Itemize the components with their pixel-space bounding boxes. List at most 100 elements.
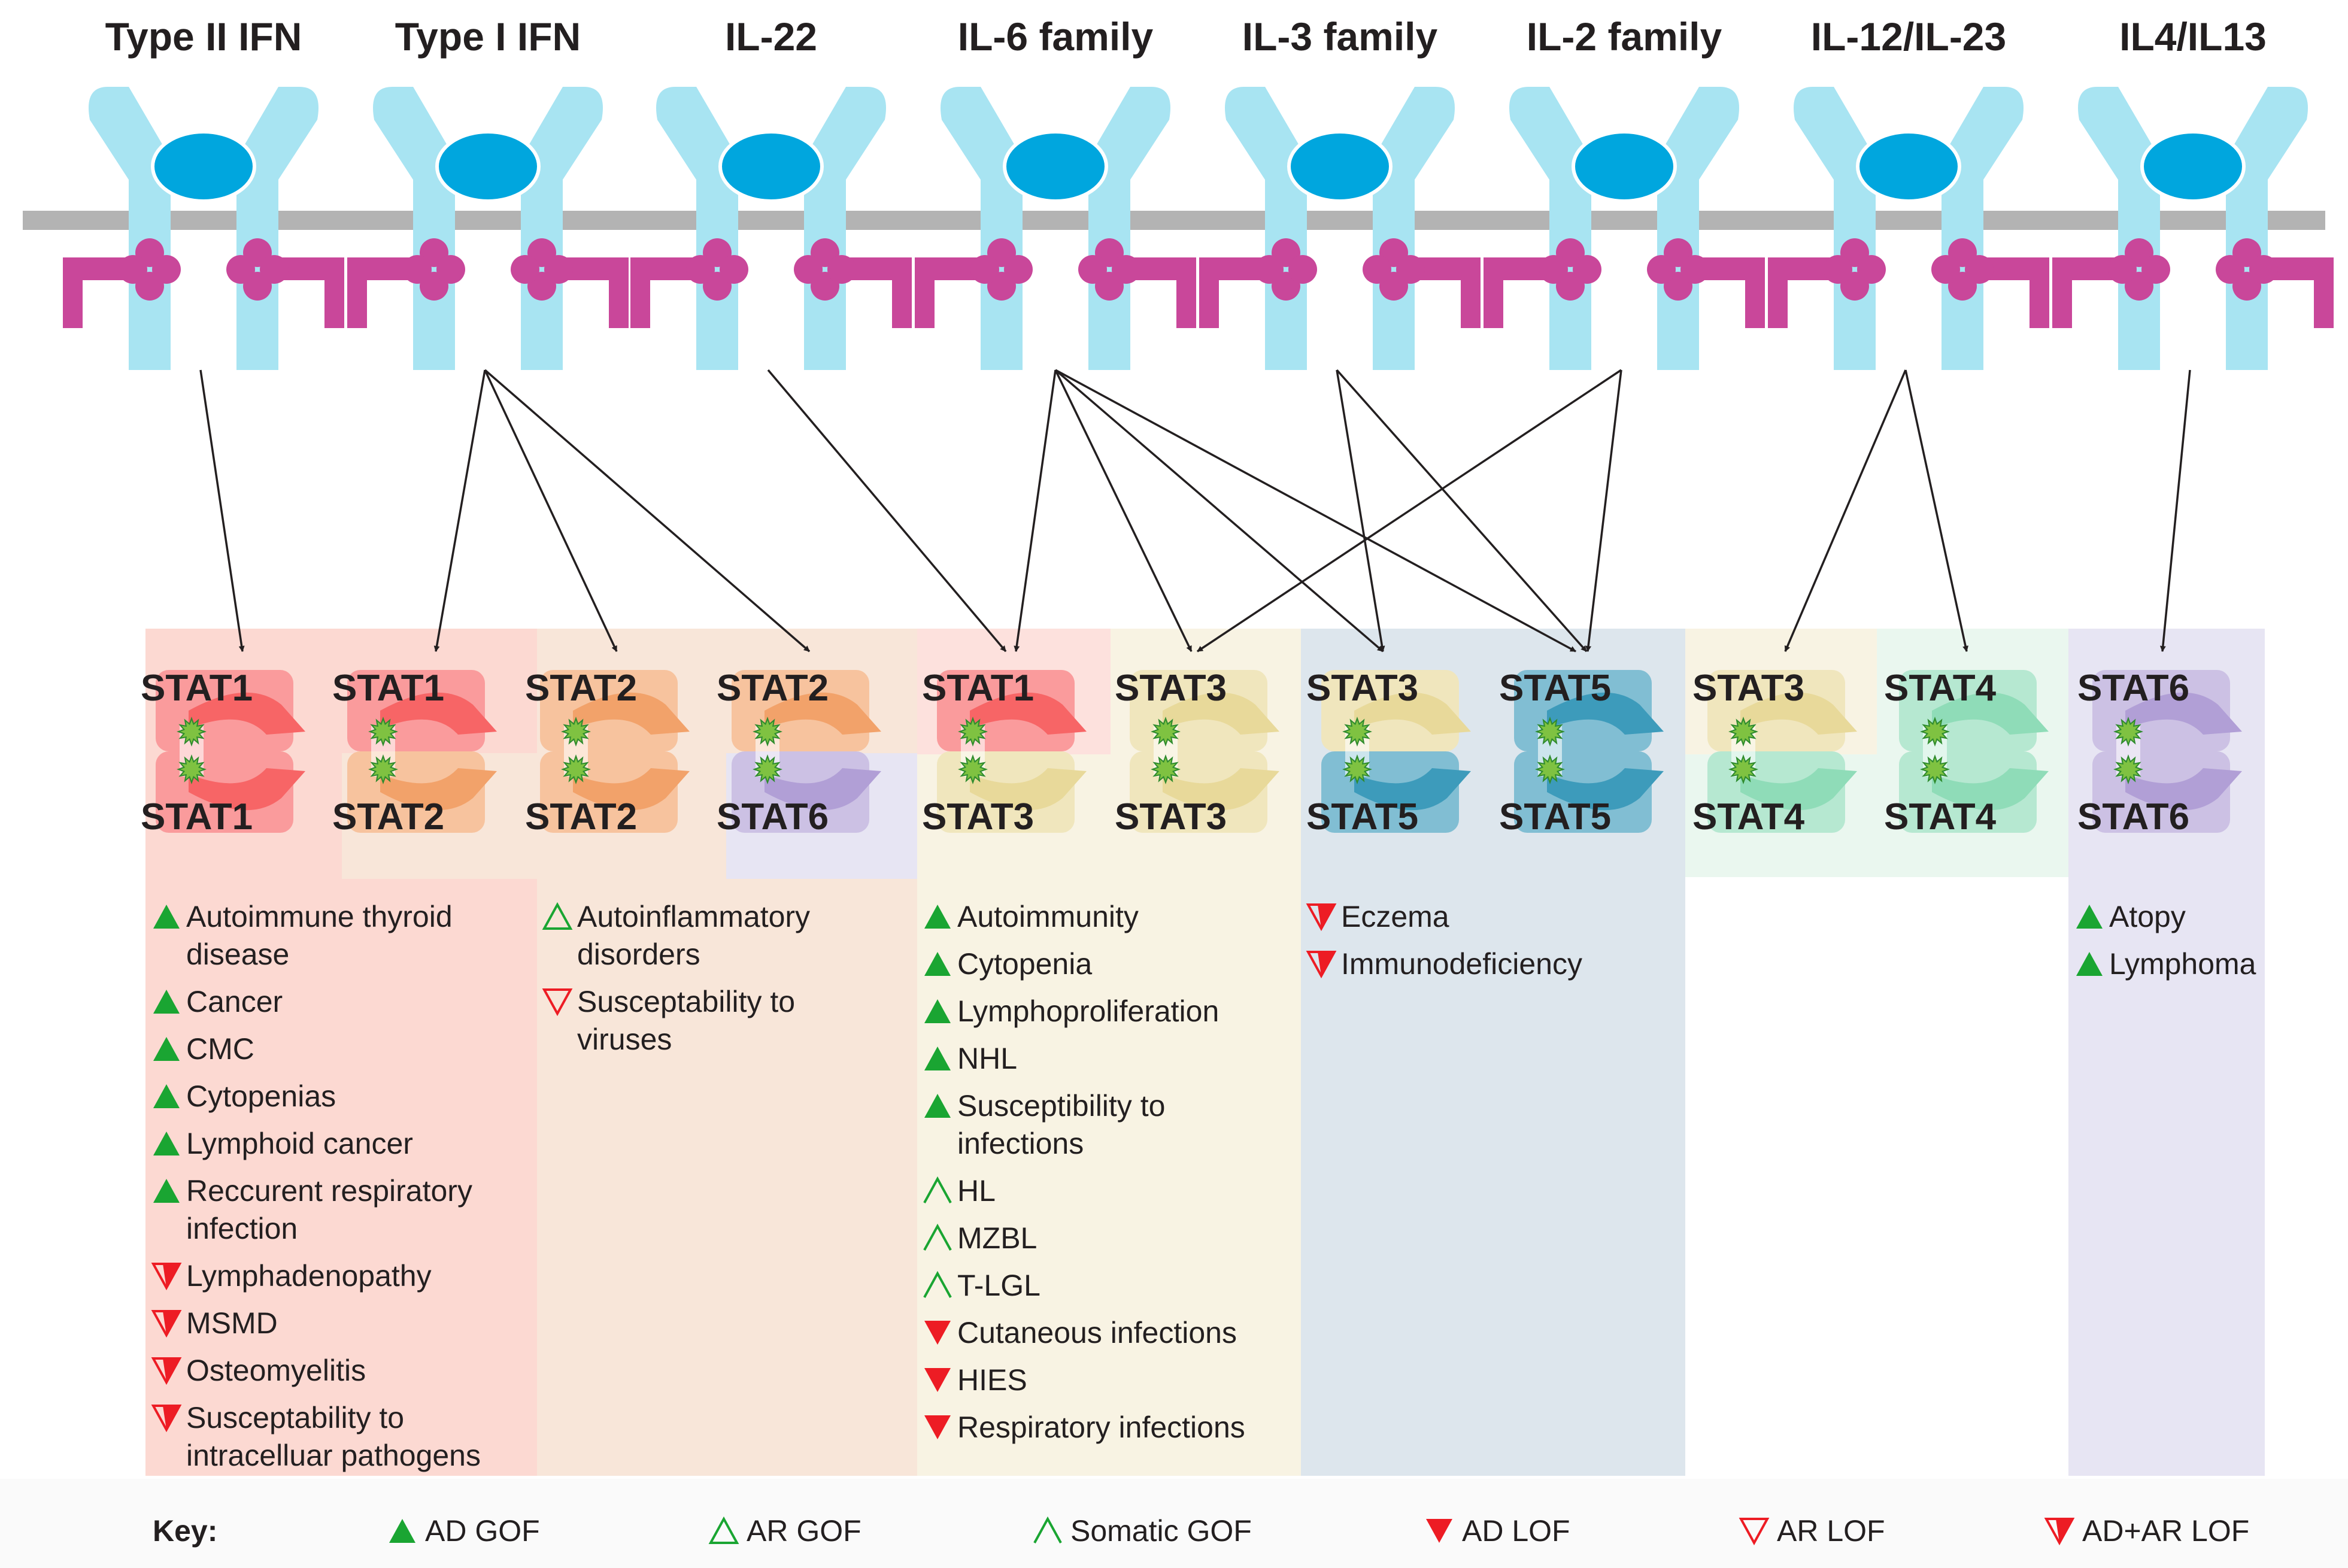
disease-label: Reccurent respiratory <box>186 1174 472 1208</box>
ad-gof-icon <box>153 1179 180 1203</box>
phospho-tyrosine-icon <box>1920 754 1950 784</box>
jak-lobe-right <box>794 255 823 284</box>
jak-kinase-left <box>347 257 419 328</box>
receptor-title: IL-12/IL-23 <box>1811 14 2006 59</box>
phospho-tyrosine-icon <box>2113 717 2143 747</box>
ad-ar-lof-fill <box>163 1264 180 1288</box>
phospho-tyrosine-icon <box>1151 754 1181 784</box>
stat-arm <box>189 768 305 811</box>
stat-top-label: STAT3 <box>1306 668 1418 709</box>
jak-lobe-right <box>1363 255 1391 284</box>
ad-ar-lof-icon <box>151 1357 182 1385</box>
stat-top-label: STAT1 <box>922 668 1034 709</box>
disease-label: Cutaneous infections <box>957 1316 1237 1349</box>
stat-arm <box>970 768 1087 811</box>
disease-label: Autoinflammatory <box>577 900 810 933</box>
receptor-title: IL-2 family <box>1527 14 1722 59</box>
ad-gof-icon <box>924 999 951 1023</box>
phospho-tyrosine-icon <box>1151 717 1181 747</box>
stat-arm <box>2125 692 2242 735</box>
jak-lobe-right <box>2249 255 2278 284</box>
disease-label: Cytopenia <box>957 947 1092 981</box>
jak-lobe-right <box>511 255 539 284</box>
jak-lobe-right <box>260 255 289 284</box>
signal-arrow <box>433 369 486 652</box>
jak-lobe-left <box>1288 255 1317 284</box>
stat-arm <box>765 692 881 735</box>
key-entry-label: AD LOF <box>1462 1514 1570 1548</box>
disease-label: Lymphoproliferation <box>957 994 1219 1028</box>
ar-lof-icon <box>542 988 573 1017</box>
disease-label: CMC <box>186 1032 254 1066</box>
stat-bottom-label: STAT5 <box>1499 796 1611 838</box>
disease-label: HL <box>957 1174 996 1208</box>
jak-kinase-right <box>1977 257 2049 328</box>
jak-lobe-left <box>686 255 715 284</box>
stat-bottom-label: STAT1 <box>141 796 253 838</box>
jak-lobe-left <box>119 255 147 284</box>
phospho-tyrosine-icon <box>2113 754 2143 784</box>
stat-arm <box>573 692 690 735</box>
receptor-1 <box>63 87 344 370</box>
signal-arrow <box>1014 369 1057 652</box>
ad-gof-icon <box>924 952 951 976</box>
jak-lobe-left <box>403 255 432 284</box>
receptor-title: IL-6 family <box>958 14 1154 59</box>
signal-arrow <box>767 369 1007 653</box>
key-entry-ad-ar-lof: AD+AR LOF <box>2044 1514 2249 1548</box>
jak-kinase-left <box>1484 257 1555 328</box>
stat-bottom-label: STAT2 <box>525 796 637 838</box>
jak-kinase-left <box>1768 257 1840 328</box>
jak-lobe-right <box>1112 255 1140 284</box>
jak-lobe-right <box>827 255 856 284</box>
disease-list-1: Autoimmune thyroiddiseaseCancerCMCCytope… <box>151 900 481 1472</box>
phospho-tyrosine-icon <box>753 717 782 747</box>
jak-lobe-left <box>152 255 181 284</box>
stat-bottom-label: STAT6 <box>717 796 829 838</box>
disease-label: Cytopenias <box>186 1079 336 1113</box>
phospho-tyrosine-icon <box>1920 717 1950 747</box>
stat-arm <box>380 768 497 811</box>
stat-bottom-label: STAT3 <box>1115 796 1227 838</box>
ad-ar-lof-icon <box>2044 1518 2075 1546</box>
cytokine-ligand <box>1287 130 1393 203</box>
disease-lists: Autoimmune thyroiddiseaseCancerCMCCytope… <box>151 900 2256 1472</box>
ad-gof-icon <box>153 1037 180 1061</box>
signal-arrow <box>1054 369 1384 653</box>
phospho-tyrosine-icon <box>368 717 398 747</box>
stat-top-label: STAT5 <box>1499 668 1611 709</box>
signal-arrow <box>2159 369 2191 652</box>
signal-arrow <box>199 369 245 652</box>
disease-label: Cancer <box>186 985 283 1018</box>
receptor-6 <box>1484 87 1765 370</box>
jak-kinase-right <box>1693 257 1765 328</box>
receptor-title: IL4/IL13 <box>2119 14 2267 59</box>
phospho-tyrosine-icon <box>177 754 207 784</box>
stat-top-label: STAT3 <box>1692 668 1804 709</box>
cytokine-ligand <box>1003 130 1108 203</box>
disease-label: intracelluar pathogens <box>186 1439 481 1472</box>
stat-bottom-label: STAT2 <box>332 796 444 838</box>
somatic-gof-icon <box>923 1223 952 1251</box>
disease-label: Autoimmunity <box>957 900 1139 933</box>
stat-bottom-label: STAT4 <box>1884 796 1997 838</box>
key-entry-ad-gof: AD GOF <box>389 1514 540 1548</box>
stat-bottom-label: STAT5 <box>1306 796 1418 838</box>
stat-arm <box>573 768 690 811</box>
jak-kinase-right <box>1124 257 1196 328</box>
phospho-tyrosine-icon <box>368 754 398 784</box>
jak-lobe-right <box>1965 255 1994 284</box>
phospho-tyrosine-icon <box>958 754 988 784</box>
ar-gof-icon <box>542 902 573 930</box>
ad-ar-lof-icon <box>151 1310 182 1338</box>
phospho-tyrosine-icon <box>958 717 988 747</box>
signal-arrow <box>1054 369 1193 652</box>
ad-ar-lof-fill <box>2056 1519 2073 1543</box>
disease-label: disease <box>186 938 289 971</box>
jak-lobe-left <box>720 255 748 284</box>
disease-label: viruses <box>577 1023 672 1056</box>
